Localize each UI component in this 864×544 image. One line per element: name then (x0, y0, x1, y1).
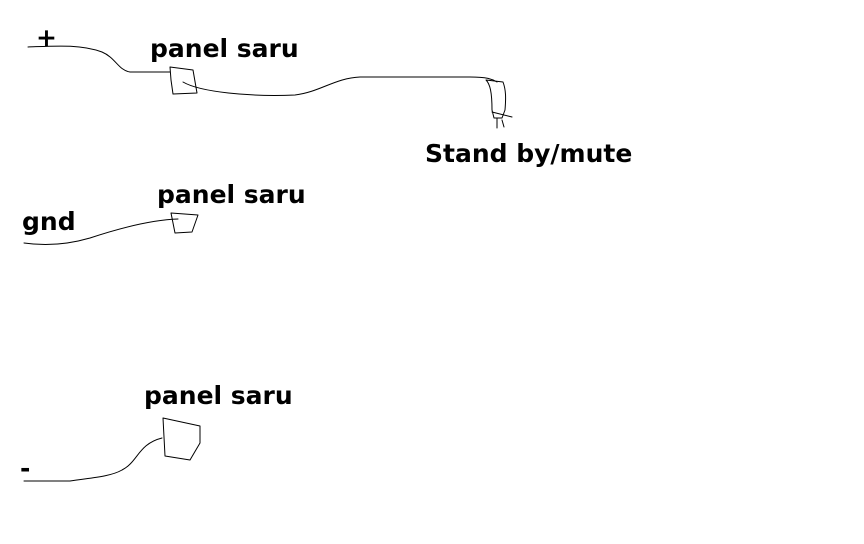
positive-terminal-label: + (36, 23, 57, 52)
standby-wire (182, 76, 498, 96)
standby-connector (485, 79, 513, 129)
ground-terminal-label: gnd (22, 207, 76, 236)
panel-label-2: panel saru (157, 180, 306, 209)
panel-connector-3 (162, 417, 201, 461)
panel-connector-2 (170, 212, 199, 234)
standby-mute-label: Stand by/mute (425, 139, 633, 168)
plus-wire (27, 45, 171, 73)
panel-label-1: panel saru (150, 34, 299, 63)
minus-wire (23, 437, 163, 482)
panel-connector-1 (169, 66, 198, 95)
negative-terminal-label: - (20, 454, 31, 483)
panel-label-3: panel saru (144, 381, 293, 410)
gnd-wire (23, 218, 179, 246)
